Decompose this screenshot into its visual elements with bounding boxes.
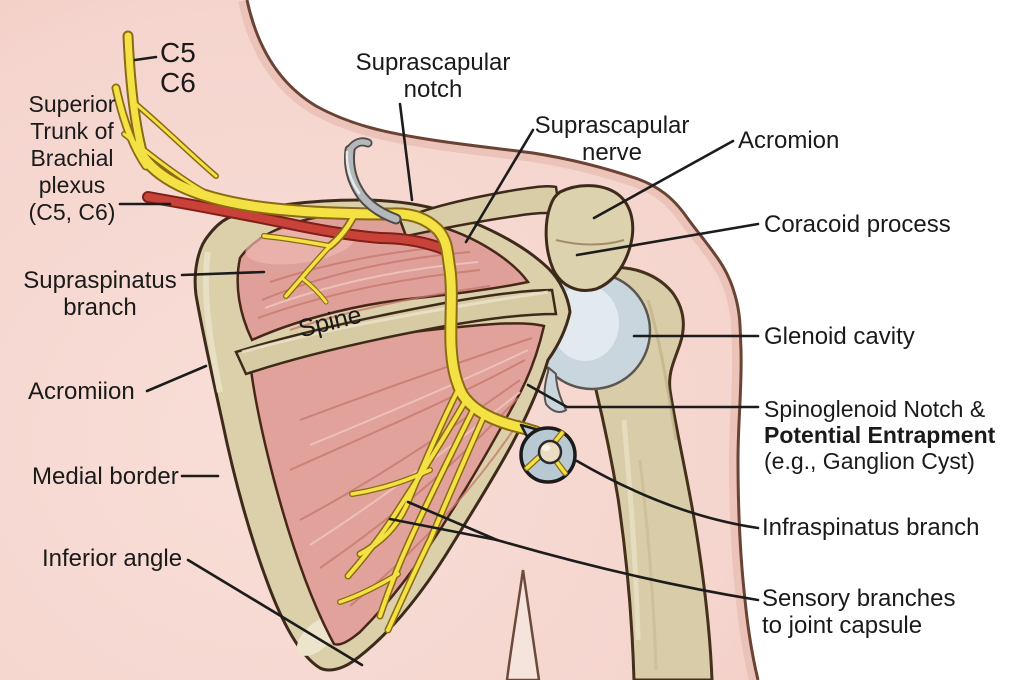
svg-text:(C5, C6): (C5, C6)	[29, 199, 116, 225]
label-supraspinatus-branch: Supraspinatus branch	[23, 267, 176, 321]
svg-text:nerve: nerve	[582, 139, 642, 166]
svg-text:Supraspinatus: Supraspinatus	[23, 267, 176, 294]
svg-text:Suprascapular: Suprascapular	[535, 112, 690, 139]
transverse-scapular-ligament	[344, 137, 402, 225]
acromion-coracoid-bone	[544, 184, 635, 292]
scapular-spine	[234, 288, 558, 376]
label-glenoid-cavity: Glenoid cavity	[764, 323, 915, 350]
svg-text:Brachial: Brachial	[30, 145, 113, 171]
svg-text:Suprascapular: Suprascapular	[356, 49, 511, 76]
label-sensory-branches: Sensory branches to joint capsule	[762, 585, 955, 639]
svg-text:notch: notch	[404, 76, 463, 103]
label-c6: C6	[160, 67, 196, 98]
label-acromion: Acromion	[738, 127, 839, 154]
labels: C5 C6 Superior Trunk of Brachial plexus …	[23, 37, 995, 639]
svg-text:Spinoglenoid Notch &: Spinoglenoid Notch &	[764, 396, 985, 422]
leader-sensory-branch-2	[388, 517, 499, 542]
leader-supraspinatus-branch	[180, 270, 266, 277]
leader-infraspinatus-branch	[575, 459, 760, 530]
leader-lines	[118, 55, 760, 667]
label-c5: C5	[160, 37, 196, 68]
svg-text:Superior: Superior	[29, 91, 116, 117]
spinoglenoid-notch-area	[543, 366, 568, 413]
label-inferior-angle: Inferior angle	[42, 545, 182, 572]
label-suprascapular-notch: Suprascapular notch	[356, 49, 511, 103]
label-coracoid-process: Coracoid process	[764, 211, 951, 238]
label-acromiion: Acromiion	[28, 378, 135, 405]
label-superior-trunk: Superior Trunk of Brachial plexus (C5, C…	[29, 91, 116, 225]
svg-text:(e.g., Ganglion Cyst): (e.g., Ganglion Cyst)	[764, 448, 975, 474]
leader-sensory-branch-1	[406, 500, 499, 542]
label-medial-border: Medial border	[32, 463, 179, 490]
svg-text:plexus: plexus	[39, 172, 105, 198]
svg-text:Potential Entrapment: Potential Entrapment	[764, 422, 996, 448]
label-infraspinatus-branch: Infraspinatus branch	[762, 514, 979, 541]
ganglion-cyst-inset	[519, 423, 577, 484]
suprascapular-artery	[142, 191, 452, 256]
leader-c5	[133, 55, 158, 62]
svg-text:Trunk of: Trunk of	[30, 118, 114, 144]
ganglion-cyst	[537, 439, 563, 465]
medial-border-highlight	[202, 251, 223, 393]
body-outline	[245, 0, 760, 680]
leader-suprascapular-nerve	[464, 128, 535, 244]
leader-acromion	[592, 139, 735, 220]
svg-text:Sensory branches: Sensory branches	[762, 585, 955, 612]
leader-suprascapular-notch	[398, 102, 414, 202]
leader-coracoid-process	[575, 222, 760, 257]
leader-acromiion	[145, 364, 208, 393]
label-spinoglenoid-notch: Spinoglenoid Notch & Potential Entrapmen…	[764, 396, 996, 474]
leader-sensory-branches	[495, 538, 760, 602]
axillary-fold-crease	[505, 569, 541, 680]
leader-inferior-angle	[186, 558, 364, 667]
leader-spinoglenoid-notch	[526, 383, 760, 409]
svg-text:branch: branch	[63, 294, 136, 321]
label-suprascapular-nerve: Suprascapular nerve	[535, 112, 690, 166]
svg-text:to joint capsule: to joint capsule	[762, 612, 922, 639]
